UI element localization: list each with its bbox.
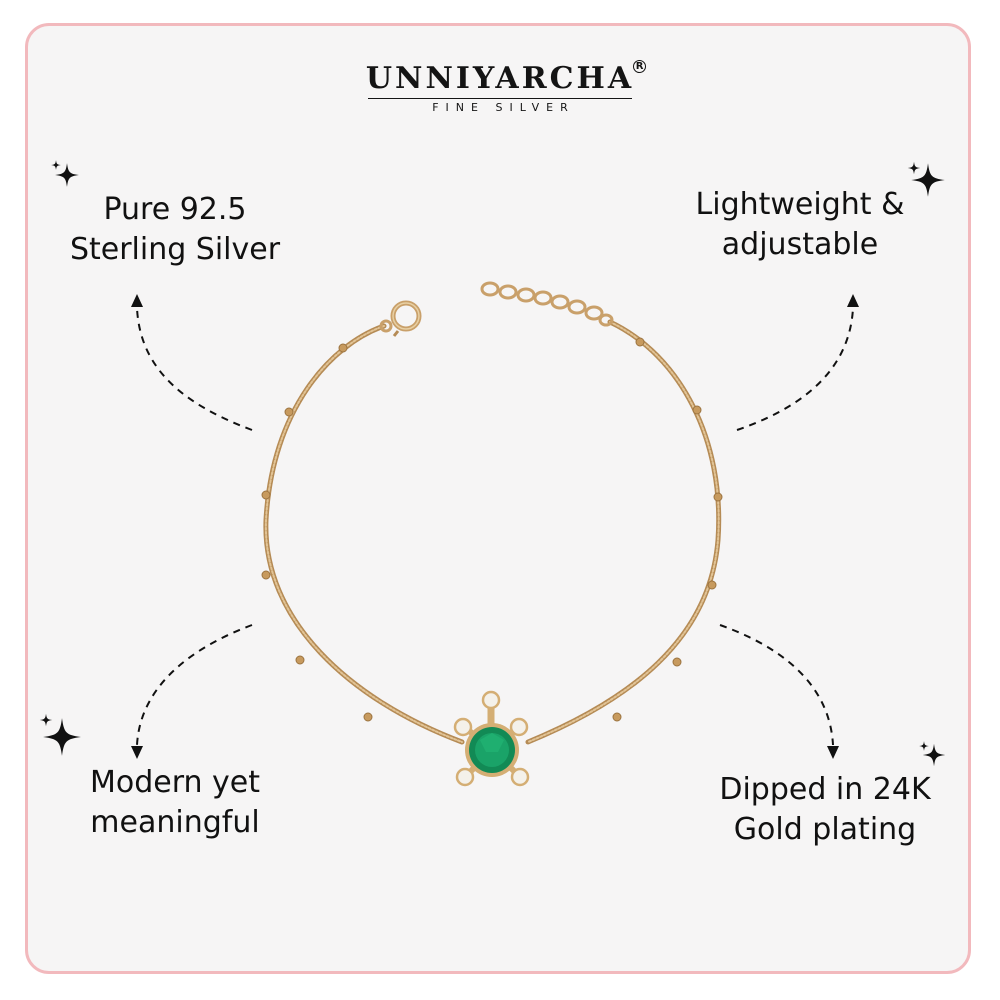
feature-line: Sterling Silver	[69, 232, 281, 267]
product-card	[25, 23, 971, 974]
arrowhead-icon	[827, 746, 839, 759]
arrow-curved-icon	[736, 307, 854, 431]
arrow-curved-icon	[136, 307, 253, 431]
feature-line: Dipped in 24K	[719, 772, 931, 807]
sparkle-icon	[907, 161, 945, 197]
feature-line: Lightweight &	[695, 187, 905, 222]
feature-line: Pure 92.5	[103, 192, 247, 227]
feature-sterling-silver: Pure 92.5 Sterling Silver	[40, 190, 310, 270]
spring-clasp	[379, 300, 422, 337]
turtle-charm	[453, 690, 530, 787]
sparkle-icon	[39, 713, 81, 756]
sparkle-icon	[919, 741, 946, 767]
arrowhead-icon	[131, 294, 143, 307]
brand-tagline: FINE SILVER	[432, 101, 575, 114]
feature-gold-plating: Dipped in 24K Gold plating	[690, 770, 960, 850]
chain-beads	[261, 337, 723, 722]
bracelet-chain	[263, 319, 722, 745]
registered-mark: R	[633, 60, 647, 73]
feature-line: Gold plating	[733, 812, 917, 847]
feature-line: meaningful	[90, 805, 260, 840]
arrow-curved-icon	[136, 624, 253, 746]
feature-modern: Modern yet meaningful	[40, 763, 310, 843]
brand-logo: UNNIYARCHA R FINE SILVER	[0, 60, 1000, 114]
arrowhead-icon	[847, 294, 859, 307]
arrowhead-icon	[131, 746, 143, 759]
feature-line: adjustable	[721, 227, 879, 262]
extender-chain	[480, 281, 614, 327]
brand-name: UNNIYARCHA	[365, 61, 635, 96]
sparkle-icon	[51, 160, 79, 187]
feature-line: Modern yet	[89, 765, 261, 800]
arrow-curved-icon	[719, 624, 834, 746]
feature-lightweight: Lightweight & adjustable	[660, 185, 940, 265]
